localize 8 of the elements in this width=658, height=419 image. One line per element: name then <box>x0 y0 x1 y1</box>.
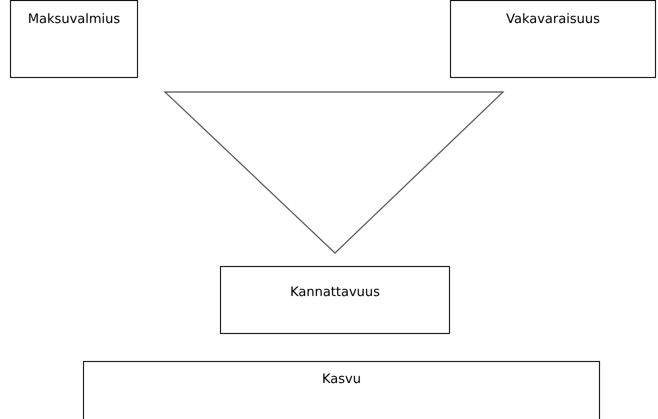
text-box <box>83 361 600 419</box>
text-box <box>220 266 450 334</box>
box-label: Kannattavuus <box>289 285 381 300</box>
box-label: Vakavaraisuus <box>505 12 601 27</box>
box-label: Kasvu <box>321 372 362 387</box>
text-box <box>10 0 138 78</box>
box-label: Maksuvalmius <box>26 12 122 27</box>
text-box <box>450 0 656 78</box>
